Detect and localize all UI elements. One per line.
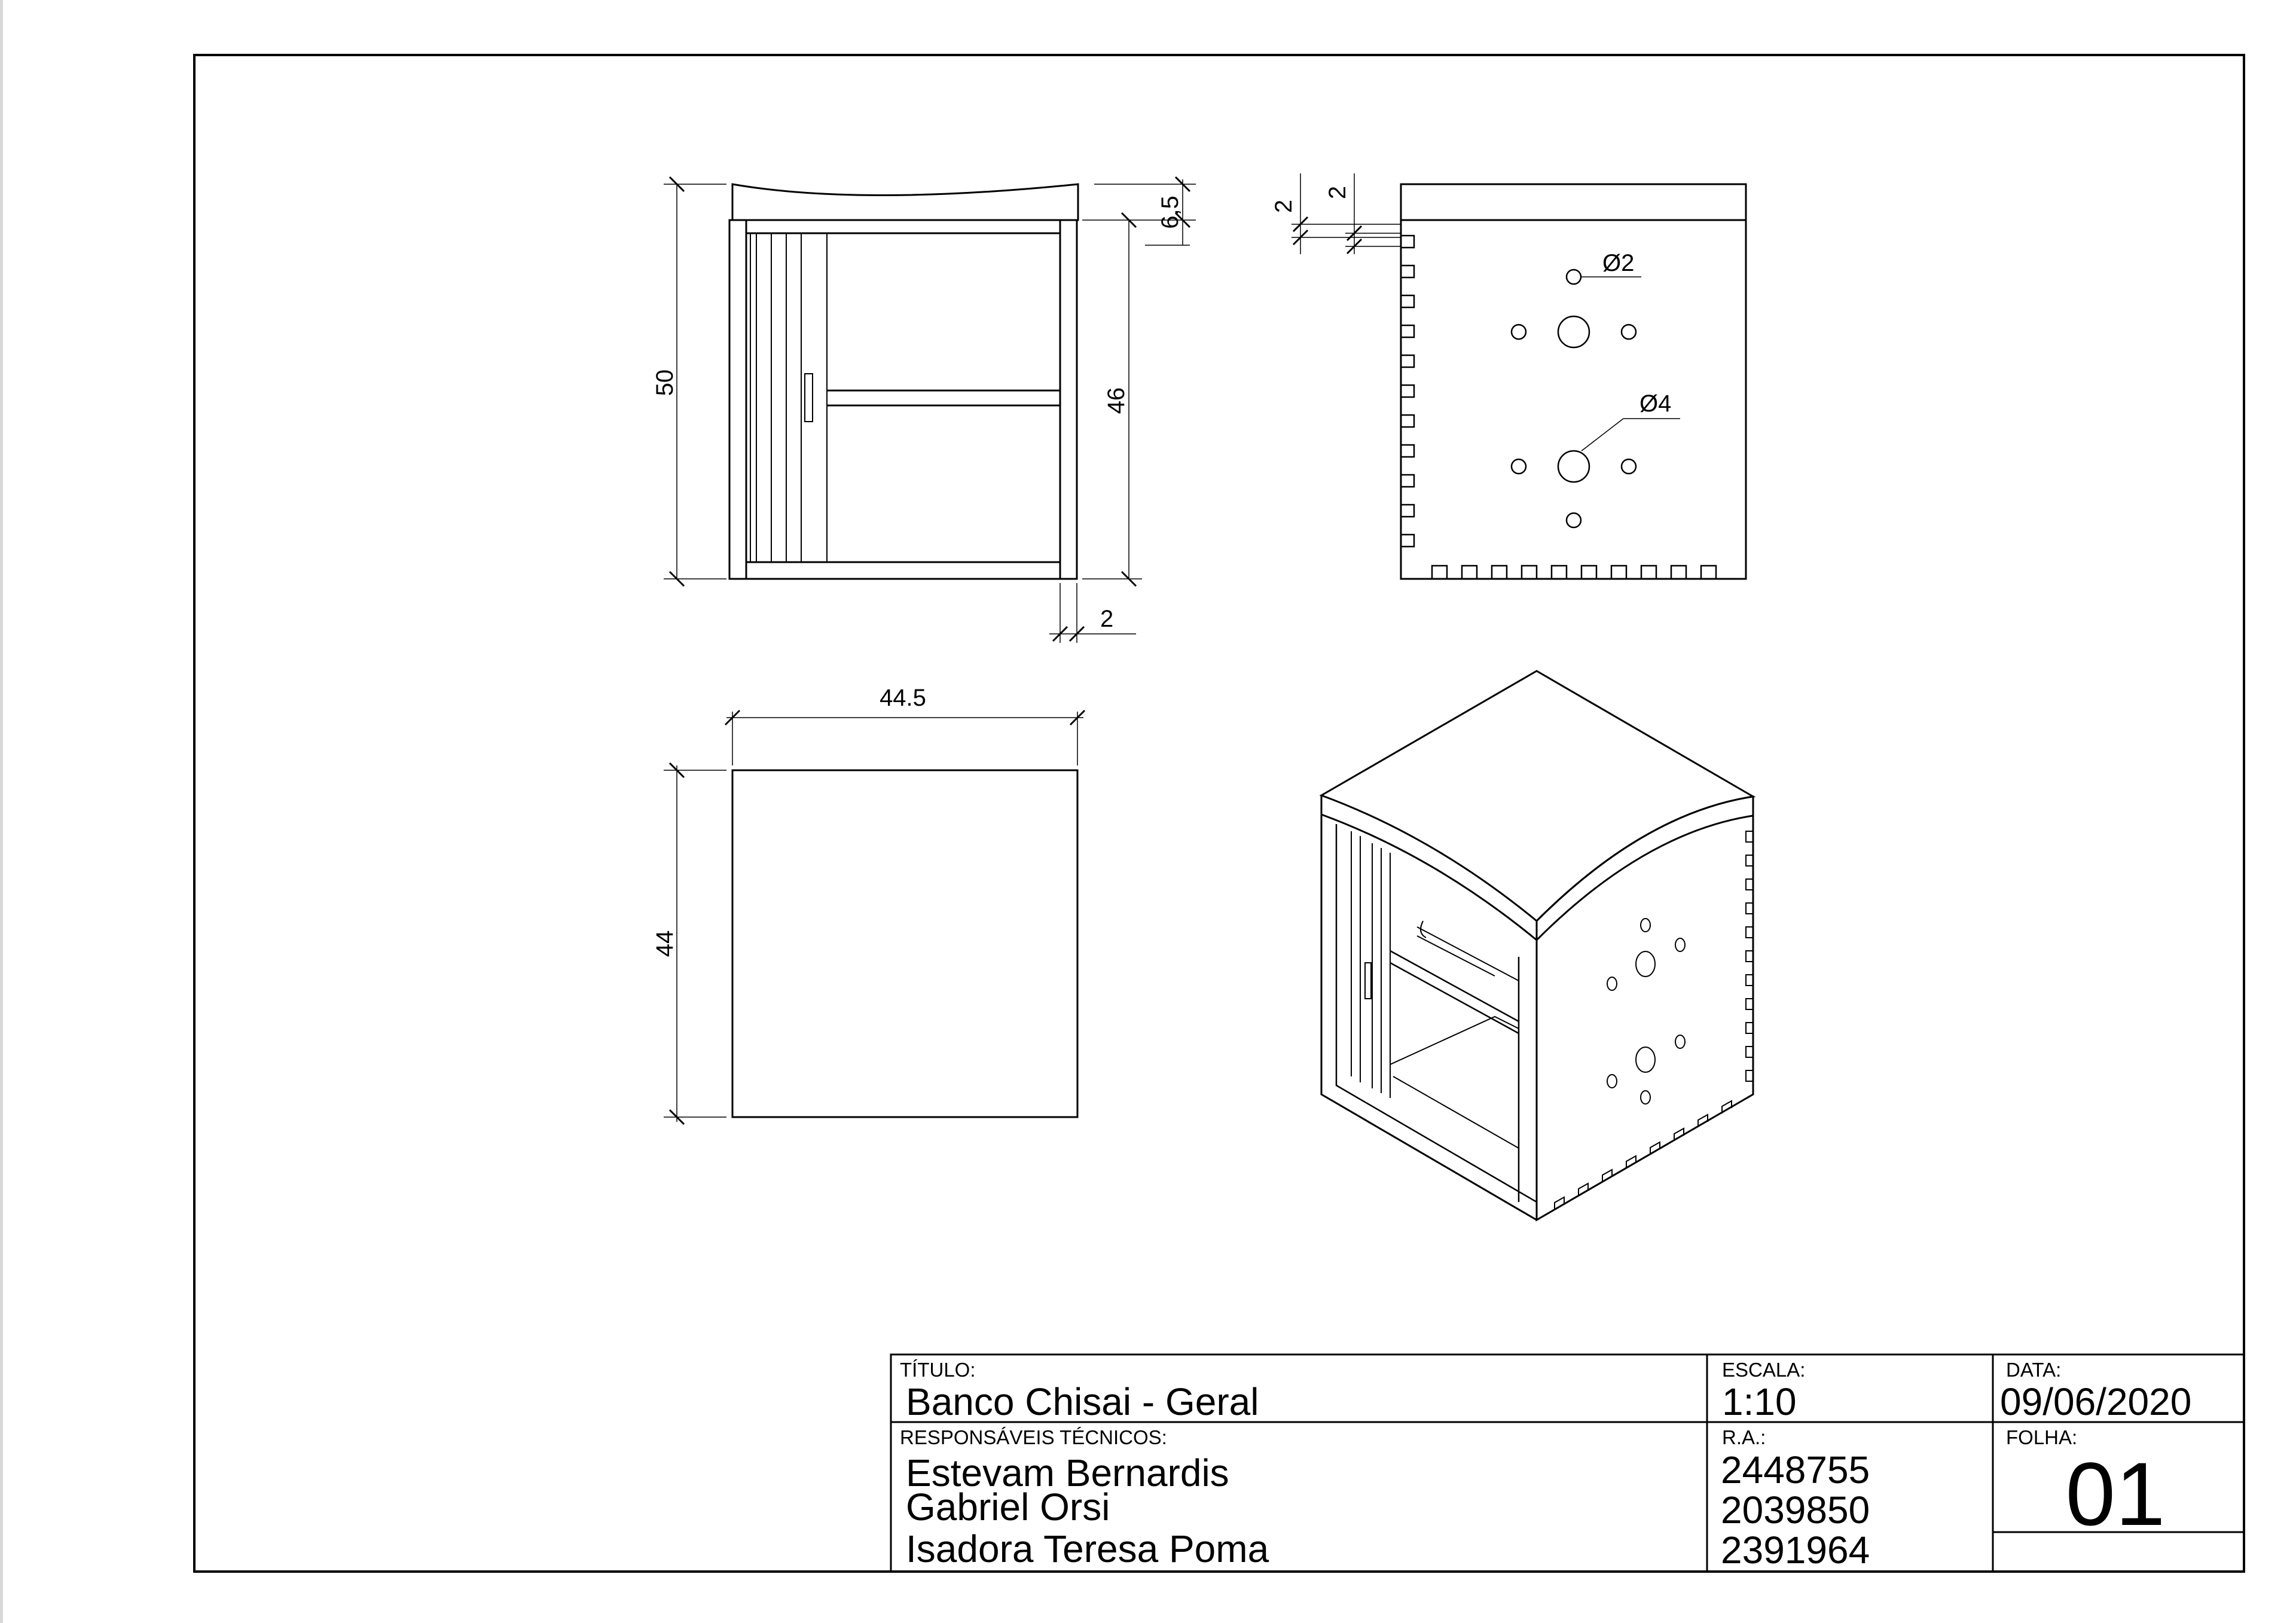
title-label: TÍTULO: [900,1359,976,1381]
date-value: 09/06/2020 [2000,1380,2191,1423]
dim-side-thickness-a: 2 [1271,200,1297,213]
dim-top-width: 44.5 [880,685,926,711]
ra-3: 2391964 [1721,1529,1870,1572]
dim-front-bottom-thickness: 2 [1100,606,1113,632]
sheet-value: 01 [2066,1444,2166,1544]
front-dimensions [664,176,1196,643]
dim-side-thickness-b: 2 [1324,186,1351,199]
date-label: DATA: [2006,1359,2061,1381]
ra-2: 2039850 [1721,1488,1870,1532]
title-value: Banco Chisai - Geral [906,1380,1259,1423]
dim-hole-small: Ø2 [1602,250,1634,276]
isometric-view [1319,670,1756,1222]
title-block [890,1353,2245,1573]
responsible-label: RESPONSÁVEIS TÉCNICOS: [900,1426,1167,1448]
ra-label: R.A.: [1722,1426,1766,1448]
sheet-border [193,54,2245,1573]
sheet-label: FOLHA: [2006,1426,2077,1448]
page-edge [0,0,3,1623]
top-dimensions [664,709,1086,1125]
dim-top-depth: 44 [652,931,678,957]
front-view [728,183,1079,580]
scale-label: ESCALA: [1722,1359,1805,1381]
dim-hole-large: Ø4 [1639,391,1671,417]
responsible-3: Isadora Teresa Poma [906,1527,1269,1570]
ra-1: 2448755 [1721,1448,1870,1491]
dim-front-top-curve: 6,5 [1157,196,1183,229]
responsible-2: Gabriel Orsi [906,1485,1110,1529]
dim-front-inner-height: 46 [1103,388,1129,414]
dim-front-total-height: 50 [652,370,678,396]
responsible-1: Estevam Bernardis [906,1451,1229,1494]
scale-value: 1:10 [1722,1380,1797,1423]
side-dimensions [1292,173,1680,451]
side-view [1400,183,1747,580]
top-view [731,769,1079,1118]
